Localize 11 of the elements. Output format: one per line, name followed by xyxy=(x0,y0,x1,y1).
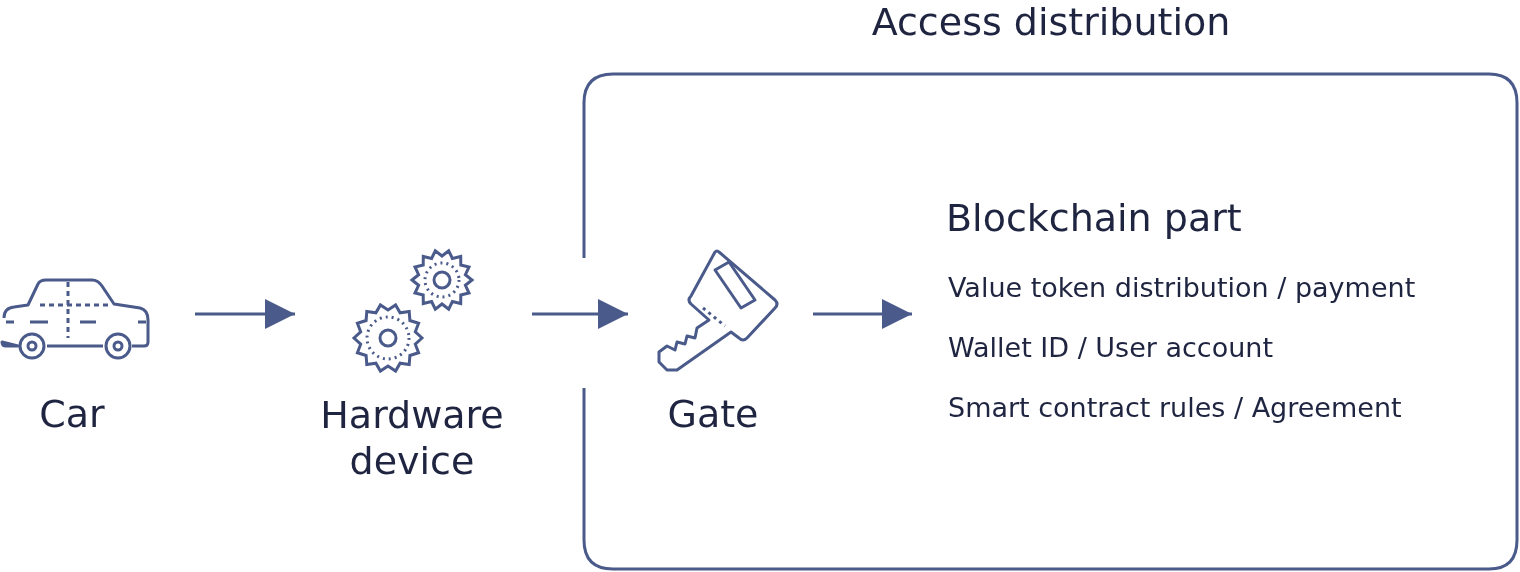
arrow xyxy=(195,299,295,329)
list-item: Value token distribution / payment xyxy=(948,272,1416,303)
list-item: Smart contract rules / Agreement xyxy=(948,392,1402,423)
node-label: Hardware device xyxy=(319,392,505,484)
container-title: Access distribution xyxy=(871,0,1231,44)
list-item: Wallet ID / User account xyxy=(948,332,1273,363)
node-label: Car xyxy=(39,392,105,436)
section-heading: Blockchain part xyxy=(946,196,1242,240)
node-label: Gate xyxy=(667,392,759,436)
arrow xyxy=(532,299,628,329)
arrow xyxy=(813,299,912,329)
